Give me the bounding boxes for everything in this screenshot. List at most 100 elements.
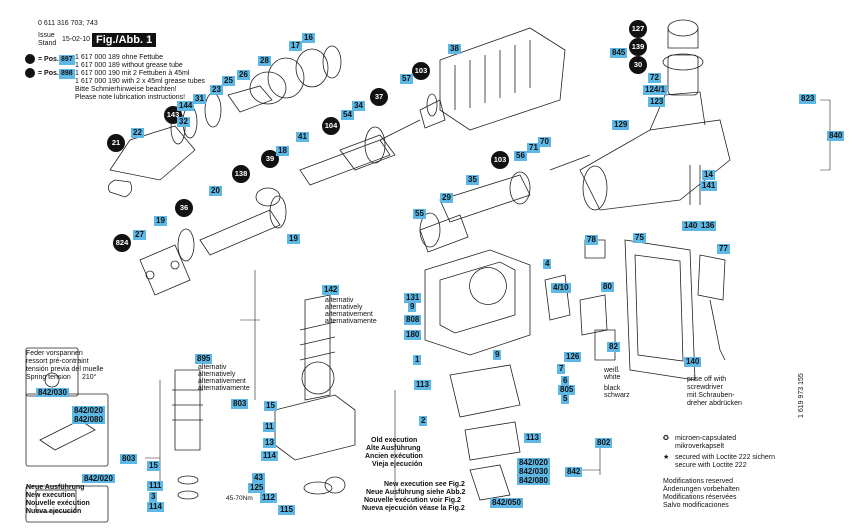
circle-36: 36 xyxy=(175,199,193,217)
new-exec: New execution see Fig.2 xyxy=(384,481,465,488)
callout-23: 23 xyxy=(210,85,223,95)
new-exec: Nueva ejecución véase la Fig.2 xyxy=(362,505,465,512)
callout-842-080c: 842/080 xyxy=(517,476,550,485)
wire-black: schwarz xyxy=(604,392,630,399)
callout-803b: 803 xyxy=(120,454,138,464)
callout-842: 842 xyxy=(565,467,583,477)
callout-55: 55 xyxy=(413,209,426,219)
grease-line: 1 617 000 189 ohne Fettube xyxy=(75,54,163,61)
grease-line: 1 617 000 190 with 2 x 45ml grease tubes xyxy=(75,78,205,85)
alt-895-3: alternativamente xyxy=(198,385,250,392)
alt-895-1: alternatively xyxy=(198,371,236,378)
figure-label: Fig./Abb. 1 xyxy=(92,33,157,47)
mods-text: Salvo modificaciones xyxy=(663,502,729,509)
gear-17 xyxy=(295,48,329,88)
callout-7: 7 xyxy=(557,364,566,374)
callout-126: 126 xyxy=(564,352,582,362)
mods-text: Modifications réservées xyxy=(663,494,737,501)
callout-115: 115 xyxy=(278,505,295,515)
shaft-20 xyxy=(199,209,281,256)
grease-line: 1 617 000 189 without grease tube xyxy=(75,62,183,69)
cylinder-35 xyxy=(439,174,531,223)
spring-line: tensión previa del muelle xyxy=(26,366,104,373)
callout-4-10: 4/10 xyxy=(551,283,571,293)
callout-31: 31 xyxy=(193,94,206,104)
callout-41: 41 xyxy=(296,132,309,142)
prise-text: screwdriver xyxy=(687,384,723,391)
piston-41 xyxy=(299,139,391,186)
callout-842-080: 842/080 xyxy=(72,415,105,424)
stator-2 xyxy=(449,364,521,418)
flange-plate xyxy=(139,244,191,296)
microen-text: mikroverkapselt xyxy=(675,443,725,450)
handle-cover-75 xyxy=(624,239,696,381)
issue-date: 15-02-10 xyxy=(62,36,91,43)
circle-30: 30 xyxy=(629,56,647,74)
callout-17: 17 xyxy=(289,41,302,51)
callout-16: 16 xyxy=(302,33,315,43)
callout-78: 78 xyxy=(585,235,598,245)
grease-dot-898 xyxy=(25,68,35,78)
callout-805: 805 xyxy=(558,385,576,395)
callout-15a: 15 xyxy=(264,401,277,411)
callout-72: 72 xyxy=(648,73,661,83)
circle-103: 103 xyxy=(412,62,430,80)
callout-140b: 140 xyxy=(684,357,702,367)
callout-895: 895 xyxy=(195,354,213,364)
callout-77: 77 xyxy=(717,244,730,254)
new-exec-left: New execution xyxy=(26,492,76,499)
old-exec: Ancien exécution xyxy=(365,453,423,460)
callout-5: 5 xyxy=(561,394,570,404)
circle-138: 138 xyxy=(232,165,250,183)
callout-4: 4 xyxy=(543,259,552,269)
callout-70: 70 xyxy=(538,137,551,147)
alt-895-0: alternativ xyxy=(198,364,227,371)
wire-black: black xyxy=(604,385,621,392)
callout-80: 80 xyxy=(601,282,614,292)
callout-112: 112 xyxy=(260,493,277,503)
new-exec-left: Nueva ejecución xyxy=(26,508,82,515)
callout-808: 808 xyxy=(404,315,422,325)
callout-11: 11 xyxy=(263,422,276,432)
callout-142: 142 xyxy=(322,285,340,295)
star-icon: ★ xyxy=(663,454,670,461)
alt-142-1: alternatively xyxy=(325,304,363,311)
front-nose-cone xyxy=(109,125,196,181)
prise-text: mit Schrauben- xyxy=(687,392,735,399)
grease-line: Bitte Schmierhinweise beachten! xyxy=(75,86,177,93)
doc-number: 1 619 973 155 xyxy=(798,373,805,418)
callout-13: 13 xyxy=(263,438,276,448)
callout-3: 3 xyxy=(149,492,158,502)
wire-white: weiß xyxy=(604,367,619,374)
pos-897-label: = Pos. xyxy=(38,56,59,63)
callout-842-030c: 842/030 xyxy=(517,467,550,476)
callout-32: 32 xyxy=(177,117,190,127)
callout-19: 19 xyxy=(154,216,167,226)
callout-75: 75 xyxy=(633,233,646,243)
circle-21: 21 xyxy=(107,134,125,152)
callout-803a: 803 xyxy=(231,399,249,409)
callout-1: 1 xyxy=(413,355,422,365)
microen-text: microen-capsulated xyxy=(675,435,737,442)
new-exec-left: Nouvelle exécution xyxy=(26,500,90,507)
callout-6: 6 xyxy=(561,376,570,386)
callout-129: 129 xyxy=(612,120,630,130)
armature-142 xyxy=(304,294,331,401)
callout-136: 136 xyxy=(699,221,717,231)
loctite-text: secure with Loctite 222 xyxy=(675,462,747,469)
circle-104: 104 xyxy=(322,117,340,135)
callout-802: 802 xyxy=(595,438,613,448)
callout-113: 113 xyxy=(414,380,431,390)
circle-37: 37 xyxy=(370,88,388,106)
callout-124-1: 124/1 xyxy=(643,85,668,95)
old-exec: Vieja ejecución xyxy=(372,461,423,468)
callout-9b: 9 xyxy=(493,350,502,360)
alt-142-2: alternativement xyxy=(325,311,373,318)
callout-131: 131 xyxy=(404,293,422,303)
new-exec: Neue Ausführung siehe Abb.2 xyxy=(366,489,466,496)
grease-line: 1 617 000 190 mit 2 Fettuben à 45ml xyxy=(75,70,190,77)
fan-housing xyxy=(274,394,356,461)
seal-ring-28 xyxy=(249,71,287,105)
callout-35: 35 xyxy=(466,175,479,185)
